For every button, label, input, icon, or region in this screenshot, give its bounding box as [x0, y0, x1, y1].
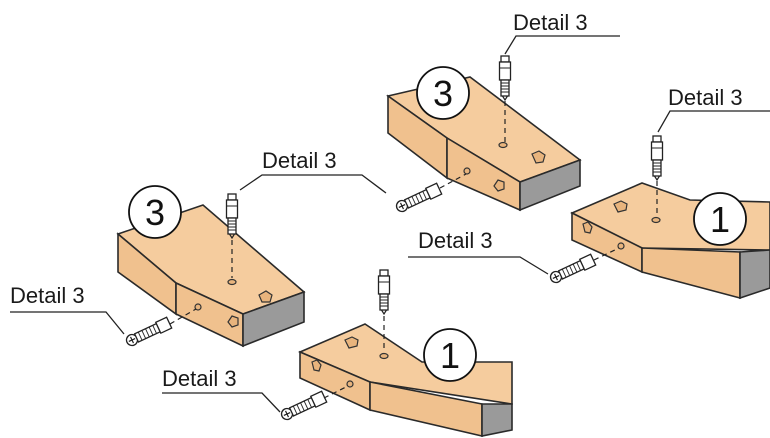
- cam-lock-fitting: [394, 182, 443, 214]
- cam-lock-fitting: [279, 390, 328, 422]
- detail-label: Detail 3: [668, 85, 743, 110]
- piece-end-face: [242, 290, 305, 348]
- cam-bolt-icon: [288, 390, 328, 418]
- piece-number: 3: [433, 73, 453, 114]
- cam-bolt-icon: [225, 193, 239, 239]
- guide-line: [593, 247, 620, 261]
- assembly-piece-3-top: 3 Detail 3: [386, 10, 620, 214]
- piece-number-badge: [128, 185, 182, 239]
- piece-number: 1: [440, 335, 460, 376]
- leader-line: [239, 174, 387, 194]
- dowel-hole-icon: [379, 352, 389, 360]
- cam-lock-fitting: [548, 253, 597, 285]
- piece-end-face: [519, 158, 581, 212]
- cam-lock-fitting: [124, 316, 173, 348]
- assembly-piece-3-left: 3 Detail 3 Detail 3: [10, 148, 387, 348]
- leader-line: [162, 392, 281, 413]
- piece-number: 1: [710, 199, 730, 240]
- dowel-hole-icon: [617, 242, 625, 250]
- cam-bolt-icon: [377, 269, 391, 315]
- cam-hole-icon: [227, 315, 239, 328]
- assembly-piece-1-bottom: 1 Detail 3: [162, 269, 513, 438]
- leader-line: [657, 110, 770, 133]
- piece-side-face: [641, 247, 741, 300]
- cam-hole-icon: [613, 200, 628, 213]
- cam-bolt-icon: [498, 55, 512, 101]
- guide-line: [323, 385, 349, 399]
- dowel-hole-icon: [651, 216, 661, 224]
- cam-hole-icon: [531, 150, 546, 164]
- detail-label: Detail 3: [10, 283, 85, 308]
- piece-end-face: [481, 403, 513, 437]
- guide-line: [439, 173, 467, 189]
- piece-number-badge: [423, 328, 477, 382]
- cam-bolt-icon: [650, 135, 664, 181]
- cam-hole-icon: [582, 221, 593, 234]
- piece-number-badge: [416, 66, 470, 120]
- cam-bolt-icon: [403, 182, 443, 210]
- piece-number-badge: [693, 192, 747, 246]
- dowel-hole-icon: [227, 278, 237, 286]
- dowel-hole-icon: [194, 303, 202, 311]
- detail-label: Detail 3: [162, 366, 237, 391]
- cam-hole-icon: [311, 359, 322, 372]
- detail-label: Detail 3: [262, 148, 337, 173]
- piece-number: 3: [145, 192, 165, 233]
- assembly-piece-1-right: 1 Detail 3 Detail 3: [408, 85, 770, 300]
- dowel-hole-icon: [346, 380, 354, 388]
- detail-label: Detail 3: [513, 10, 588, 35]
- leader-line: [10, 311, 125, 335]
- cam-bolt-icon: [557, 253, 597, 281]
- leader-line: [408, 256, 549, 275]
- cam-hole-icon: [344, 336, 359, 349]
- detail-label: Detail 3: [418, 228, 493, 253]
- cam-hole-icon: [258, 290, 273, 303]
- piece-end-face: [739, 249, 770, 300]
- cam-hole-icon: [493, 179, 505, 192]
- dowel-hole-icon: [463, 167, 471, 175]
- dowel-hole-icon: [498, 141, 508, 149]
- cam-bolt-icon: [133, 316, 173, 344]
- leader-line: [504, 35, 620, 55]
